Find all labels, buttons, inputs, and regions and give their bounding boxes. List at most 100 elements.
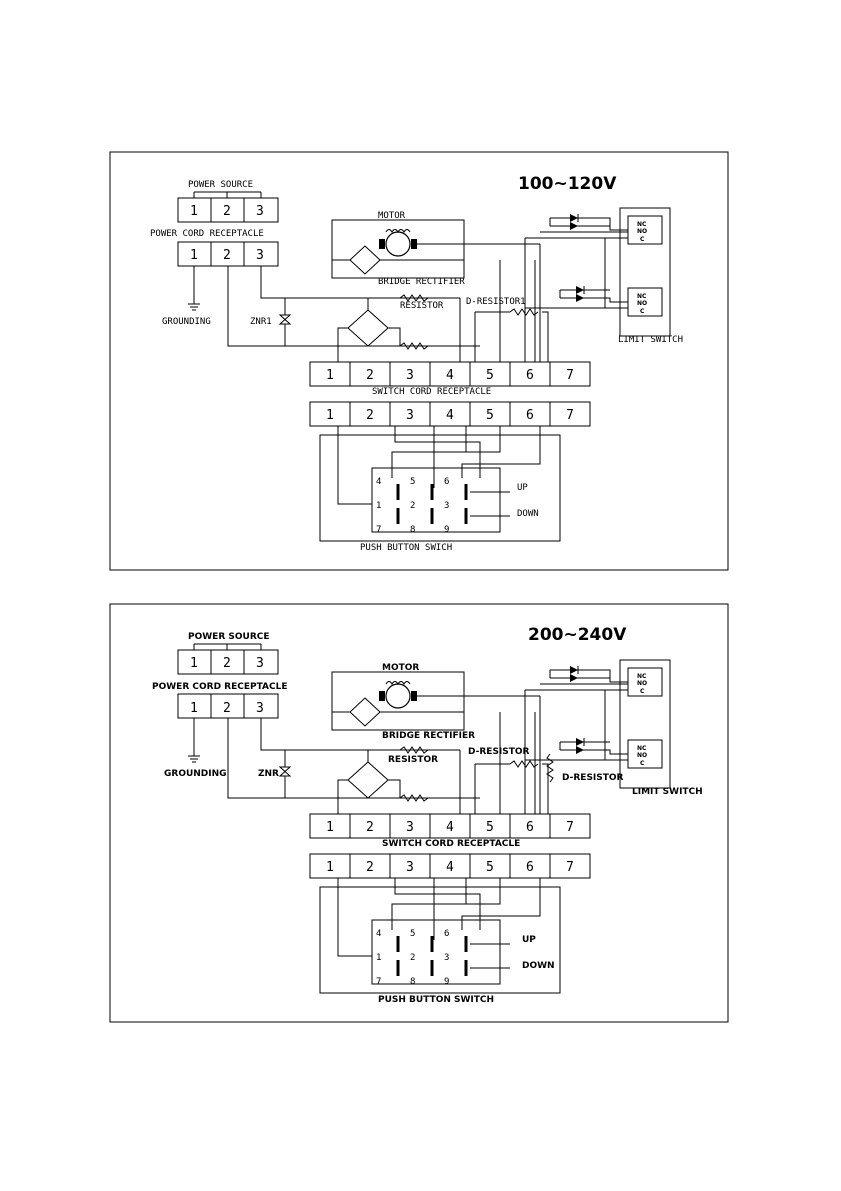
switch-cord-terminal-2: 2 bbox=[366, 820, 374, 835]
power-terminal-1: 1 bbox=[190, 204, 198, 219]
switch-cord-receptacle-label: SWITCH CORD RECEPTACLE bbox=[372, 387, 491, 397]
limit-no-1: NO bbox=[637, 680, 647, 687]
push-switch-contact-9: 9 bbox=[444, 977, 449, 987]
switch-cord-terminal-2: 2 bbox=[366, 368, 374, 383]
resistor-label: RESISTOR bbox=[400, 301, 444, 311]
push-switch-contact-5: 5 bbox=[410, 477, 415, 487]
switch-cord-terminal-6: 6 bbox=[526, 820, 534, 835]
push-switch-contact-3: 3 bbox=[444, 501, 449, 511]
push-switch-contact-6: 6 bbox=[444, 929, 449, 939]
switch-plug-terminal-5: 5 bbox=[486, 408, 494, 423]
d-resistor-2-symbol bbox=[546, 753, 554, 783]
switch-plug-terminal-3: 3 bbox=[406, 408, 414, 423]
limit-switch-label: LIMIT SWITCH bbox=[632, 787, 703, 797]
cord-terminal-1: 1 bbox=[190, 701, 198, 716]
push-switch-contact-8: 8 bbox=[410, 525, 415, 535]
switch-cord-terminal-7: 7 bbox=[566, 368, 574, 383]
cord-terminal-2: 2 bbox=[223, 248, 231, 263]
switch-cord-terminal-5: 5 bbox=[486, 368, 494, 383]
down-label: DOWN bbox=[517, 509, 539, 519]
switch-plug-terminal-4: 4 bbox=[446, 860, 454, 875]
d-resistor-label: D-RESISTOR bbox=[468, 747, 530, 757]
power-terminal-2: 2 bbox=[223, 204, 231, 219]
power-source-label: POWER SOURCE bbox=[188, 180, 253, 190]
push-switch-contact-5: 5 bbox=[410, 929, 415, 939]
switch-cord-terminal-7: 7 bbox=[566, 820, 574, 835]
bridge-rectifier-label: BRIDGE RECTIFIER bbox=[382, 731, 475, 741]
power-source-label: POWER SOURCE bbox=[188, 632, 270, 642]
push-switch-contact-4: 4 bbox=[376, 477, 381, 487]
push-switch-contact-9: 9 bbox=[444, 525, 449, 535]
bridge-rectifier-label: BRIDGE RECTIFIER bbox=[378, 277, 465, 287]
switch-plug-terminal-6: 6 bbox=[526, 408, 534, 423]
switch-plug-terminal-1: 1 bbox=[326, 408, 334, 423]
cord-terminal-2: 2 bbox=[223, 701, 231, 716]
grounding-label: GROUNDING bbox=[164, 769, 227, 779]
znr-label: ZNR1 bbox=[250, 317, 272, 327]
switch-plug-terminal-5: 5 bbox=[486, 860, 494, 875]
up-label: UP bbox=[517, 483, 528, 493]
power-terminal-3: 3 bbox=[256, 656, 264, 671]
push-switch-contact-8: 8 bbox=[410, 977, 415, 987]
switch-cord-terminal-3: 3 bbox=[406, 820, 414, 835]
limit-c-1: C bbox=[640, 236, 645, 243]
limit-nc-2: NC bbox=[637, 745, 647, 752]
switch-plug-terminal-3: 3 bbox=[406, 860, 414, 875]
push-button-switch-label: PUSH BUTTON SWITCH bbox=[378, 995, 494, 1005]
push-switch-contact-2: 2 bbox=[410, 501, 415, 511]
cord-terminal-3: 3 bbox=[256, 248, 264, 263]
power-terminal-2: 2 bbox=[223, 656, 231, 671]
switch-cord-terminal-1: 1 bbox=[326, 368, 334, 383]
switch-plug-terminal-2: 2 bbox=[366, 408, 374, 423]
push-switch-contact-6: 6 bbox=[444, 477, 449, 487]
limit-c-2: C bbox=[640, 760, 645, 767]
push-switch-contact-4: 4 bbox=[376, 929, 381, 939]
voltage-title: 200~240V bbox=[528, 625, 627, 645]
limit-c-1: C bbox=[640, 688, 645, 695]
limit-no-2: NO bbox=[637, 752, 647, 759]
switch-cord-terminal-4: 4 bbox=[446, 368, 454, 383]
limit-nc-1: NC bbox=[637, 221, 647, 228]
switch-plug-terminal-4: 4 bbox=[446, 408, 454, 423]
switch-plug-terminal-1: 1 bbox=[326, 860, 334, 875]
limit-nc-2: NC bbox=[637, 293, 647, 300]
switch-plug-terminal-7: 7 bbox=[566, 860, 574, 875]
d-resistor-2-label: D-RESISTOR bbox=[562, 773, 624, 783]
cord-terminal-1: 1 bbox=[190, 248, 198, 263]
labels-1: 100~120V POWER SOURCE 1 2 3 POWER CORD R… bbox=[150, 174, 683, 553]
power-terminal-1: 1 bbox=[190, 656, 198, 671]
limit-nc-1: NC bbox=[637, 673, 647, 680]
push-switch-contact-1: 1 bbox=[376, 953, 381, 963]
limit-no-1: NO bbox=[637, 228, 647, 235]
limit-switch-label: LIMIT SWITCH bbox=[618, 335, 683, 345]
voltage-title: 100~120V bbox=[518, 174, 617, 194]
limit-no-2: NO bbox=[637, 300, 647, 307]
switch-cord-terminal-4: 4 bbox=[446, 820, 454, 835]
switch-cord-terminal-1: 1 bbox=[326, 820, 334, 835]
diagram-100-120v bbox=[108, 150, 730, 572]
power-terminal-3: 3 bbox=[256, 204, 264, 219]
znr-label: ZNR bbox=[258, 769, 279, 779]
up-label: UP bbox=[522, 935, 536, 945]
push-switch-contact-7: 7 bbox=[376, 977, 381, 987]
d-resistor-label: D-RESISTOR1 bbox=[466, 297, 526, 307]
power-cord-receptacle-label: POWER CORD RECEPTACLE bbox=[150, 229, 264, 239]
switch-cord-terminal-3: 3 bbox=[406, 368, 414, 383]
switch-plug-terminal-6: 6 bbox=[526, 860, 534, 875]
cord-terminal-3: 3 bbox=[256, 701, 264, 716]
switch-cord-receptacle-label: SWITCH CORD RECEPTACLE bbox=[382, 839, 520, 849]
wiring-lines-1 bbox=[108, 150, 730, 572]
push-button-switch-label: PUSH BUTTON SWICH bbox=[360, 543, 452, 553]
switch-cord-terminal-6: 6 bbox=[526, 368, 534, 383]
terminal-number-layer: 1 2 3 4 5 6 7 1 2 3 4 5 6 7 4 5 6 1 2 3 7 8 9 1 2 3 4 5 6 7 1 2 3 4 5 6 7 4 5 6… bbox=[326, 362, 574, 987]
diagram-200-240v bbox=[108, 602, 730, 1024]
resistor-label: RESISTOR bbox=[388, 755, 438, 765]
down-label: DOWN bbox=[522, 961, 555, 971]
push-switch-contact-2: 2 bbox=[410, 953, 415, 963]
switch-plug-terminal-7: 7 bbox=[566, 408, 574, 423]
switch-cord-terminal-5: 5 bbox=[486, 820, 494, 835]
motor-label: MOTOR bbox=[378, 211, 406, 221]
switch-plug-terminal-2: 2 bbox=[366, 860, 374, 875]
push-switch-contact-7: 7 bbox=[376, 525, 381, 535]
